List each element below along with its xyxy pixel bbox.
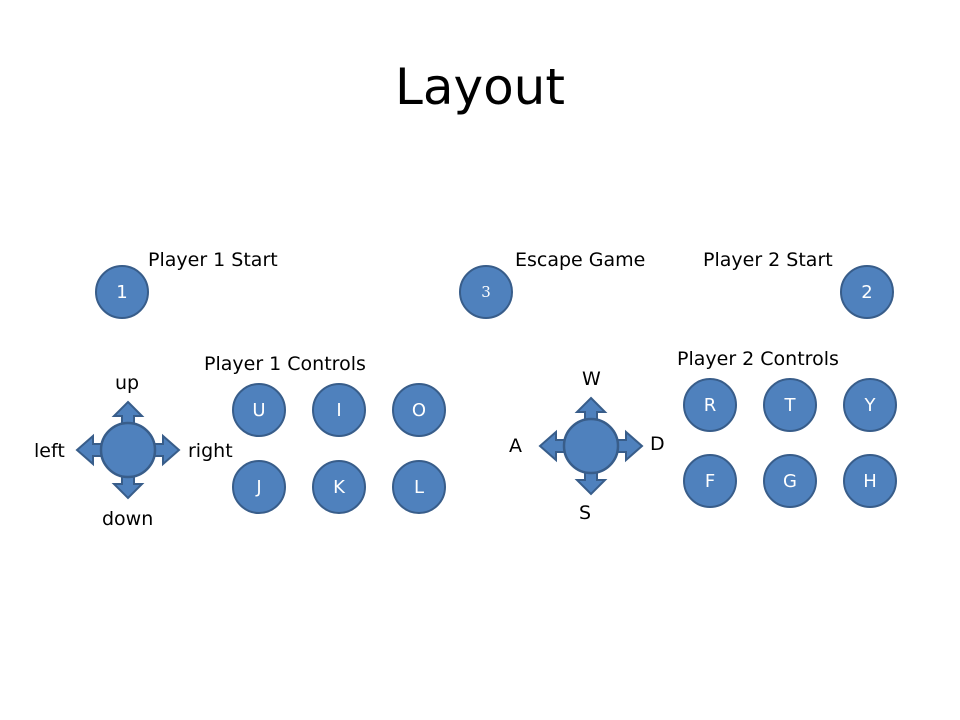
player2-button-g[interactable]: G xyxy=(763,454,817,508)
escape-game-button[interactable]: 3 xyxy=(459,265,513,319)
dpad1-down-label: down xyxy=(102,508,154,530)
dpad2-up-label: W xyxy=(582,368,601,390)
dpad-arrows-icon xyxy=(538,396,644,496)
player1-button-l[interactable]: L xyxy=(392,460,446,514)
dpad2-right-label: D xyxy=(650,433,665,455)
dpad2-down-label: S xyxy=(579,502,592,524)
player2-controls-label: Player 2 Controls xyxy=(677,348,839,370)
player1-button-o[interactable]: O xyxy=(392,383,446,437)
player2-button-r[interactable]: R xyxy=(683,378,737,432)
player2-button-f[interactable]: F xyxy=(683,454,737,508)
player2-dpad[interactable] xyxy=(536,396,646,496)
player1-start-label: Player 1 Start xyxy=(148,249,278,271)
player2-start-button[interactable]: 2 xyxy=(840,265,894,319)
dpad2-left-label: A xyxy=(509,435,522,457)
player1-button-k[interactable]: K xyxy=(312,460,366,514)
player1-start-button[interactable]: 1 xyxy=(95,265,149,319)
player1-button-u[interactable]: U xyxy=(232,383,286,437)
player2-start-label: Player 2 Start xyxy=(703,249,833,271)
dpad1-left-label: left xyxy=(34,440,65,462)
dpad1-up-label: up xyxy=(115,372,140,394)
player2-button-y[interactable]: Y xyxy=(843,378,897,432)
player1-button-i[interactable]: I xyxy=(312,383,366,437)
player2-button-t[interactable]: T xyxy=(763,378,817,432)
player1-controls-label: Player 1 Controls xyxy=(204,353,366,375)
player1-dpad[interactable] xyxy=(73,400,183,500)
player1-button-j[interactable]: J xyxy=(232,460,286,514)
page-title: Layout xyxy=(395,58,565,116)
escape-game-label: Escape Game xyxy=(515,249,646,271)
player2-button-h[interactable]: H xyxy=(843,454,897,508)
dpad-arrows-icon xyxy=(75,400,181,500)
dpad1-right-label: right xyxy=(188,440,233,462)
